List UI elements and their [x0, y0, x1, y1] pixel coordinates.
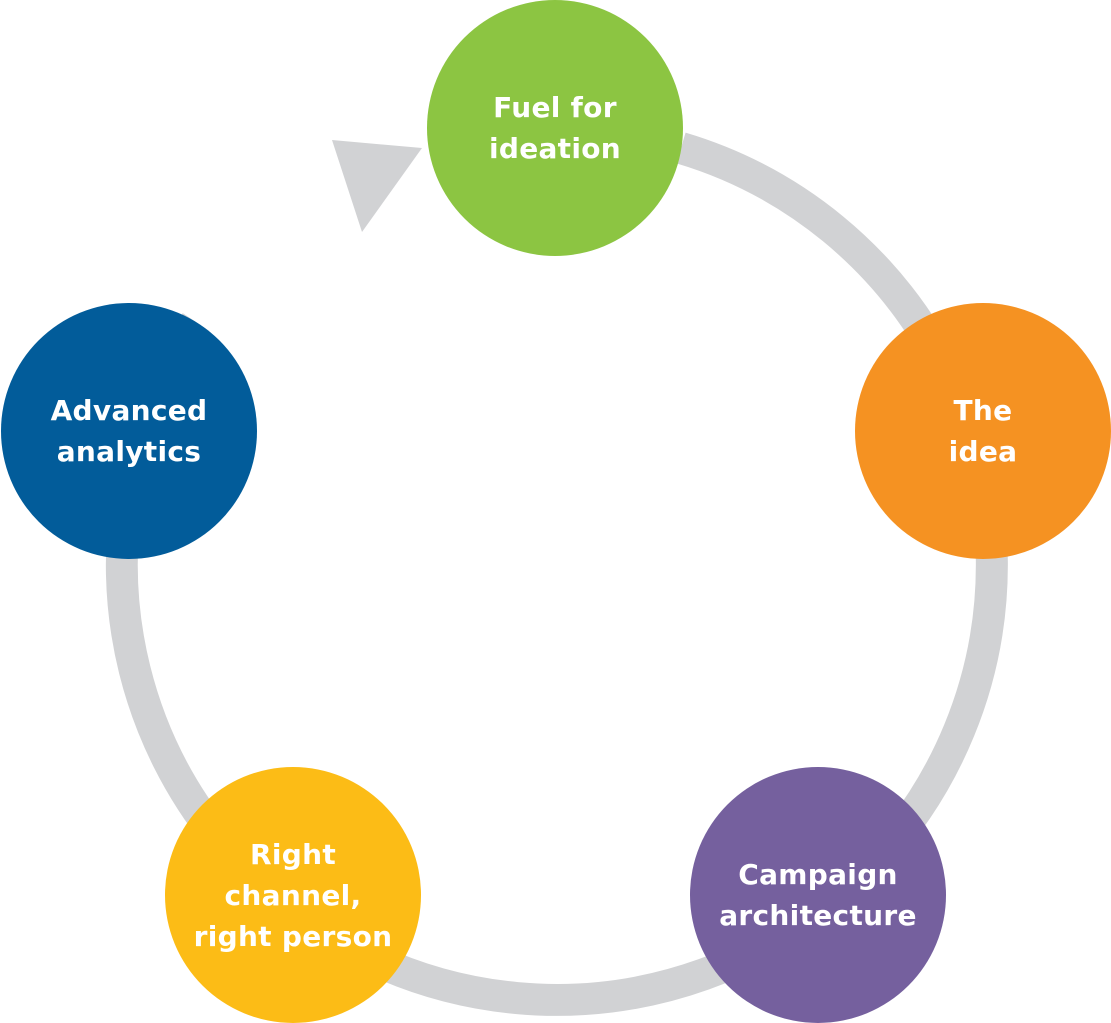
node-label-line: Campaign — [738, 858, 898, 891]
node-label-line: architecture — [719, 899, 917, 932]
node-label-line: The — [953, 394, 1013, 427]
node-the-idea: The idea — [855, 303, 1111, 559]
node-label-line: right person — [193, 919, 393, 953]
arrowhead-icon — [332, 140, 422, 232]
node-label-line: channel, — [224, 878, 362, 912]
node-campaign-architecture: Campaign architecture — [690, 767, 946, 1023]
node-label-line: Advanced — [50, 394, 208, 427]
node-advanced-analytics: Advanced analytics — [1, 303, 257, 559]
node-label-line: Fuel for — [493, 91, 617, 124]
node-label-line: Right — [249, 837, 337, 871]
node-fuel-for-ideation: Fuel for ideation — [427, 0, 683, 256]
node-right-channel-right-person: Right channel, right person — [165, 767, 421, 1023]
node-label-line: analytics — [56, 435, 202, 468]
node-label-line: idea — [948, 435, 1018, 468]
node-label-line: ideation — [488, 132, 622, 165]
